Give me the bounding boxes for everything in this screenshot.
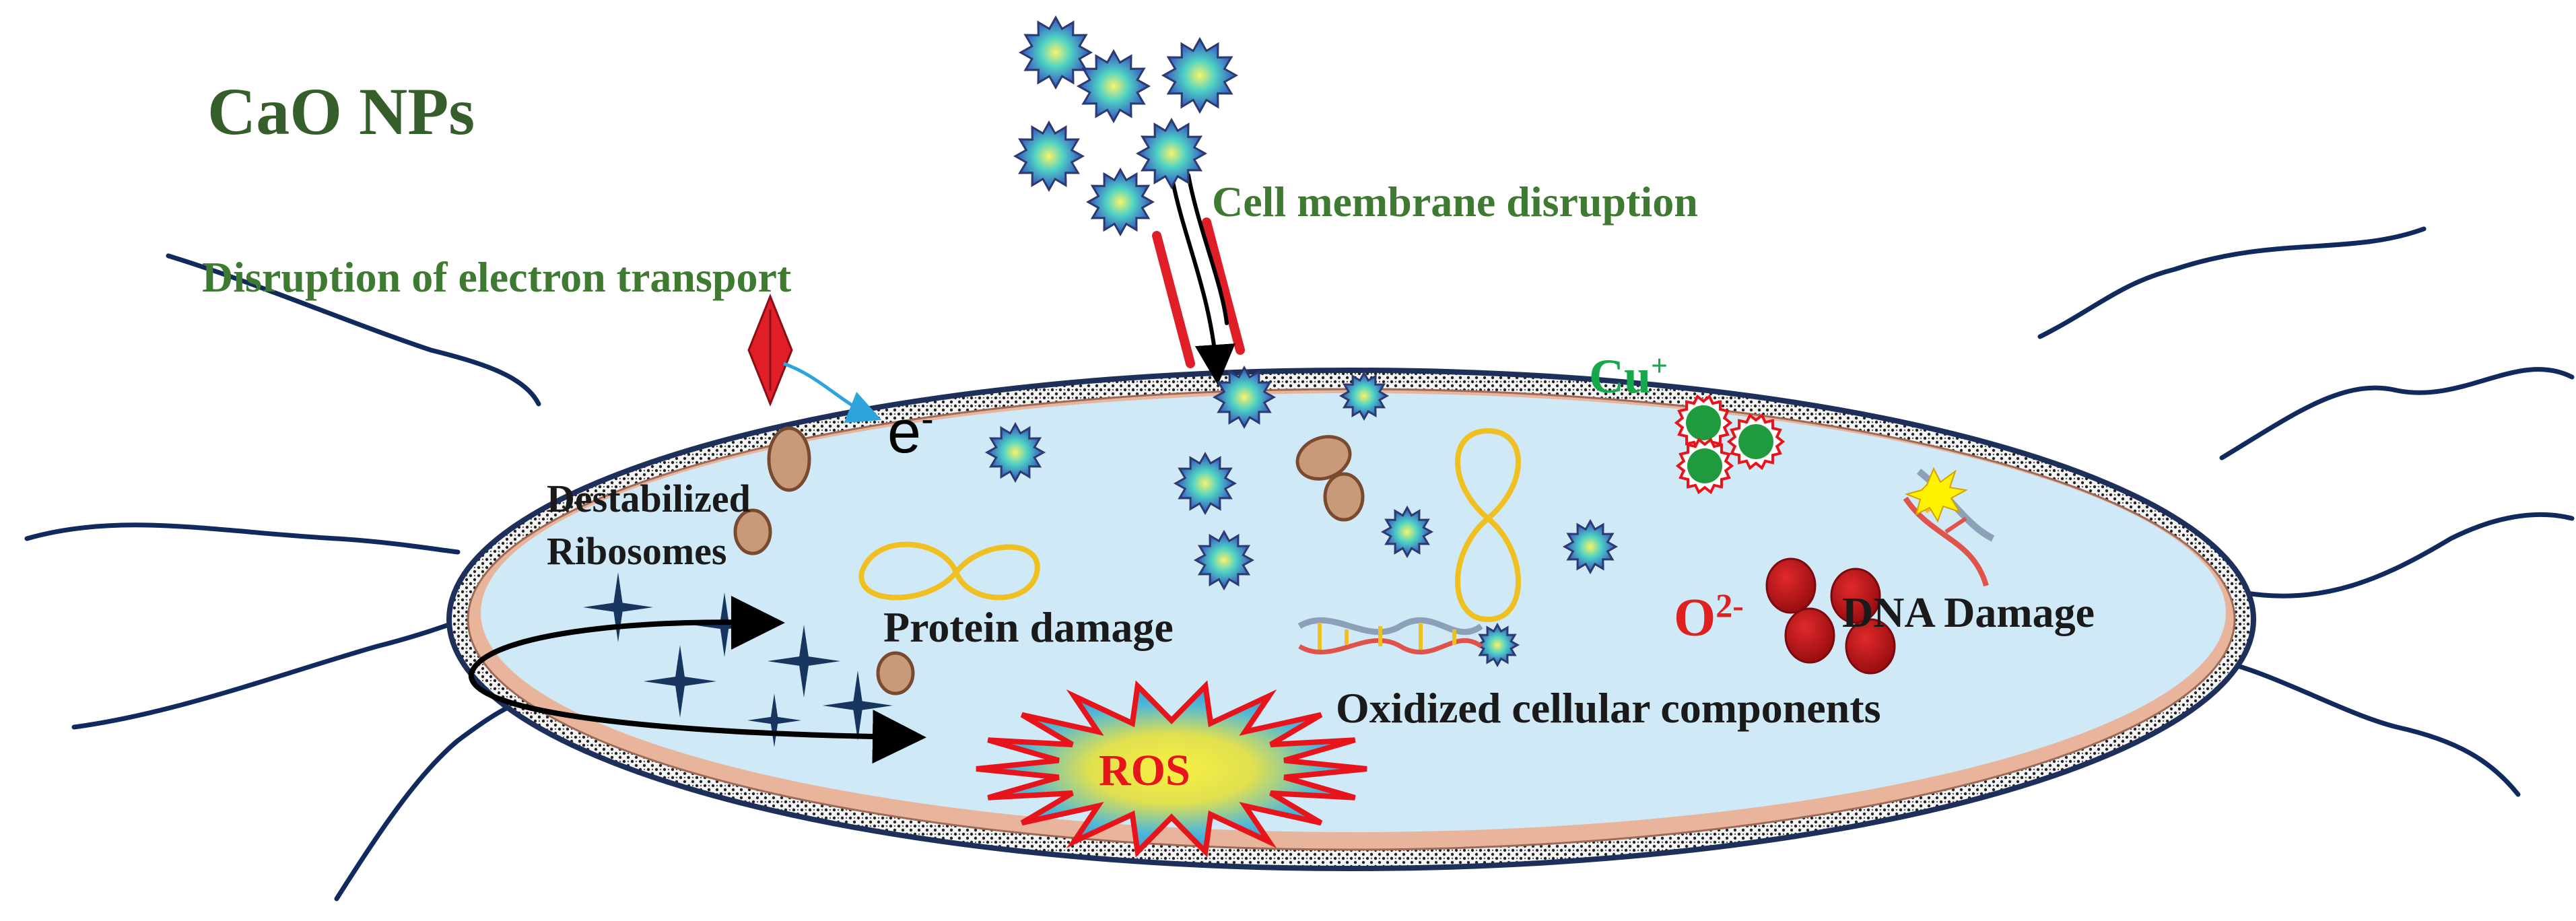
flagellum-right-1 xyxy=(2037,226,2427,339)
cu-ion-core xyxy=(1686,405,1721,440)
ribosome-lower xyxy=(876,651,915,695)
nanoparticle-icon xyxy=(1212,365,1277,430)
electron-transport-diamond-icon xyxy=(747,293,882,423)
nanoparticle-icon xyxy=(1380,505,1434,559)
ros-label: ROS xyxy=(1099,746,1190,795)
cu-ions xyxy=(1674,394,1786,495)
nanoparticle-icon xyxy=(1076,48,1151,124)
ribosome-mid-a xyxy=(1295,435,1352,481)
ribosome-star-icon xyxy=(583,572,653,642)
membrane-disruption-label: Cell membrane disruption xyxy=(1212,178,1698,226)
ros-burst-icon xyxy=(976,680,1367,858)
ribosome-star-icon xyxy=(644,645,716,718)
flagellum-left-1 xyxy=(166,253,541,407)
flagellum-left-4 xyxy=(334,697,528,901)
nanoparticle-icon xyxy=(1173,451,1238,516)
electron-transport-label: Disruption of electron transport xyxy=(202,253,792,301)
flagellum-left-2 xyxy=(24,522,461,555)
nanoparticle-icon xyxy=(1193,529,1255,591)
nanoparticle-icon xyxy=(1562,518,1619,575)
dna-damage-label: DNA Damage xyxy=(1842,588,2095,636)
nanoparticle-icon xyxy=(1018,15,1093,90)
ribosome-small xyxy=(733,508,772,555)
cu-ion-core xyxy=(1738,424,1773,459)
dna-helix-icon xyxy=(1297,617,1483,655)
protein-loop-left xyxy=(858,541,1040,601)
flagellum-left-3 xyxy=(71,617,467,730)
protein-loop-right xyxy=(1455,428,1521,623)
flagellum-right-4 xyxy=(2212,657,2521,797)
ribosome-star-icon xyxy=(823,671,893,741)
ribosome-large xyxy=(767,426,811,492)
cu-ion-label: Cu+ xyxy=(1589,349,1668,403)
oxidized-components-label: Oxidized cellular components xyxy=(1336,684,1881,732)
protein-damage-label: Protein damage xyxy=(883,603,1174,651)
entry-arrows xyxy=(1171,173,1235,385)
cu-ion-core xyxy=(1687,448,1722,483)
ribosome-mid-b xyxy=(1323,472,1365,522)
nanoparticle-icon xyxy=(984,421,1046,483)
membrane-disruption-bars xyxy=(1152,217,1245,368)
flagella xyxy=(24,226,2575,901)
ribosomes xyxy=(733,426,1365,695)
nanoparticle-icon xyxy=(1338,370,1390,421)
ribosome-star-icon xyxy=(768,625,840,697)
dna-damage-burst-icon xyxy=(1904,467,1969,523)
flagellum-right-2 xyxy=(2219,367,2575,460)
ros-arrows xyxy=(468,596,926,764)
oxygen-radical-label: O2- xyxy=(1674,586,1744,648)
protein-loops xyxy=(858,428,1521,623)
cao-nps-label: CaO NPs xyxy=(207,74,475,149)
dna-damage-icon xyxy=(1903,467,1995,587)
nanoparticle-icon xyxy=(1135,117,1208,190)
ribosome-star-icon xyxy=(747,693,801,747)
destabilized-label: Destabilized xyxy=(547,477,751,520)
nanoparticle-icon xyxy=(1161,36,1239,114)
ribosomes-label: Ribosomes xyxy=(547,529,727,573)
nanoparticle-icon xyxy=(1013,120,1085,193)
electron-label: e- xyxy=(887,397,934,466)
nanoparticle-icon xyxy=(1085,167,1155,237)
oxygen-radicals xyxy=(1765,557,1896,675)
flagellum-right-3 xyxy=(2239,512,2575,599)
